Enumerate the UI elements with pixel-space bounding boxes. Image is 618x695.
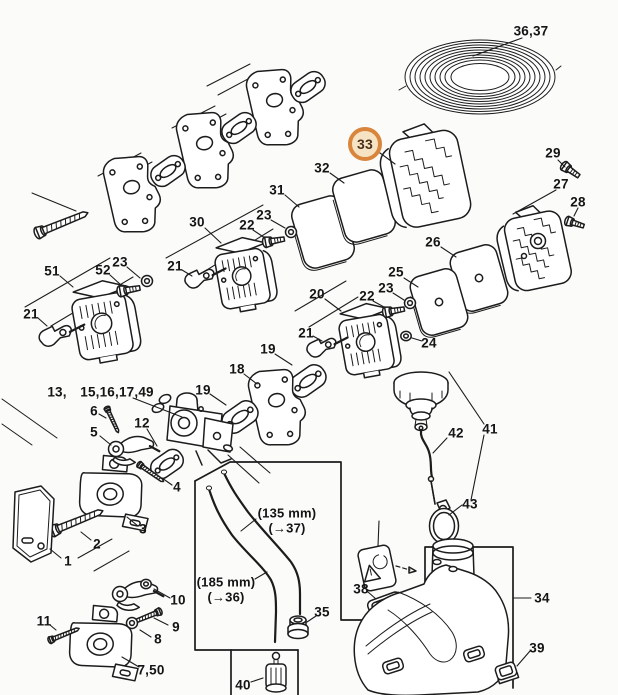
grommet-35-drawing [288,616,308,639]
grommet-39-drawing [494,661,518,683]
washer-8-drawing [125,616,139,630]
exhaust-gasket-set-bottom [98,149,190,239]
leader-lines [38,38,578,682]
exhaust-gasket-set-top [241,62,330,152]
fuel-cap-41-drawing [394,372,448,431]
screw-28-drawing [563,215,586,232]
fuel-tank-34-drawing [354,539,508,695]
muffler-30-group [183,225,298,316]
cap-retainer-42-drawing [421,431,435,504]
exhaust-gasket-set-middle [171,105,261,195]
air-filter-housing-27-drawing [490,200,575,296]
fuel-line-135mm-drawing [221,470,300,614]
mounting-screw-drawing [31,206,91,241]
fuel-line-185mm-drawing [206,486,276,642]
fuel-line-coil-drawing [399,40,561,114]
ring-43-drawing [430,500,459,544]
manifold-7-50-drawing [65,601,140,686]
screw-6-drawing [103,405,122,435]
nut-10-drawing [140,578,152,590]
screw-29-drawing [558,159,583,181]
assembly-guide-lines [2,64,358,571]
fuel-filter-40-drawing [266,653,286,693]
shroud-plate-1-drawing [13,486,54,562]
screw-2-drawing [46,504,106,539]
lever-10-drawing [110,578,166,613]
warning-sticker-drawing [357,521,416,592]
